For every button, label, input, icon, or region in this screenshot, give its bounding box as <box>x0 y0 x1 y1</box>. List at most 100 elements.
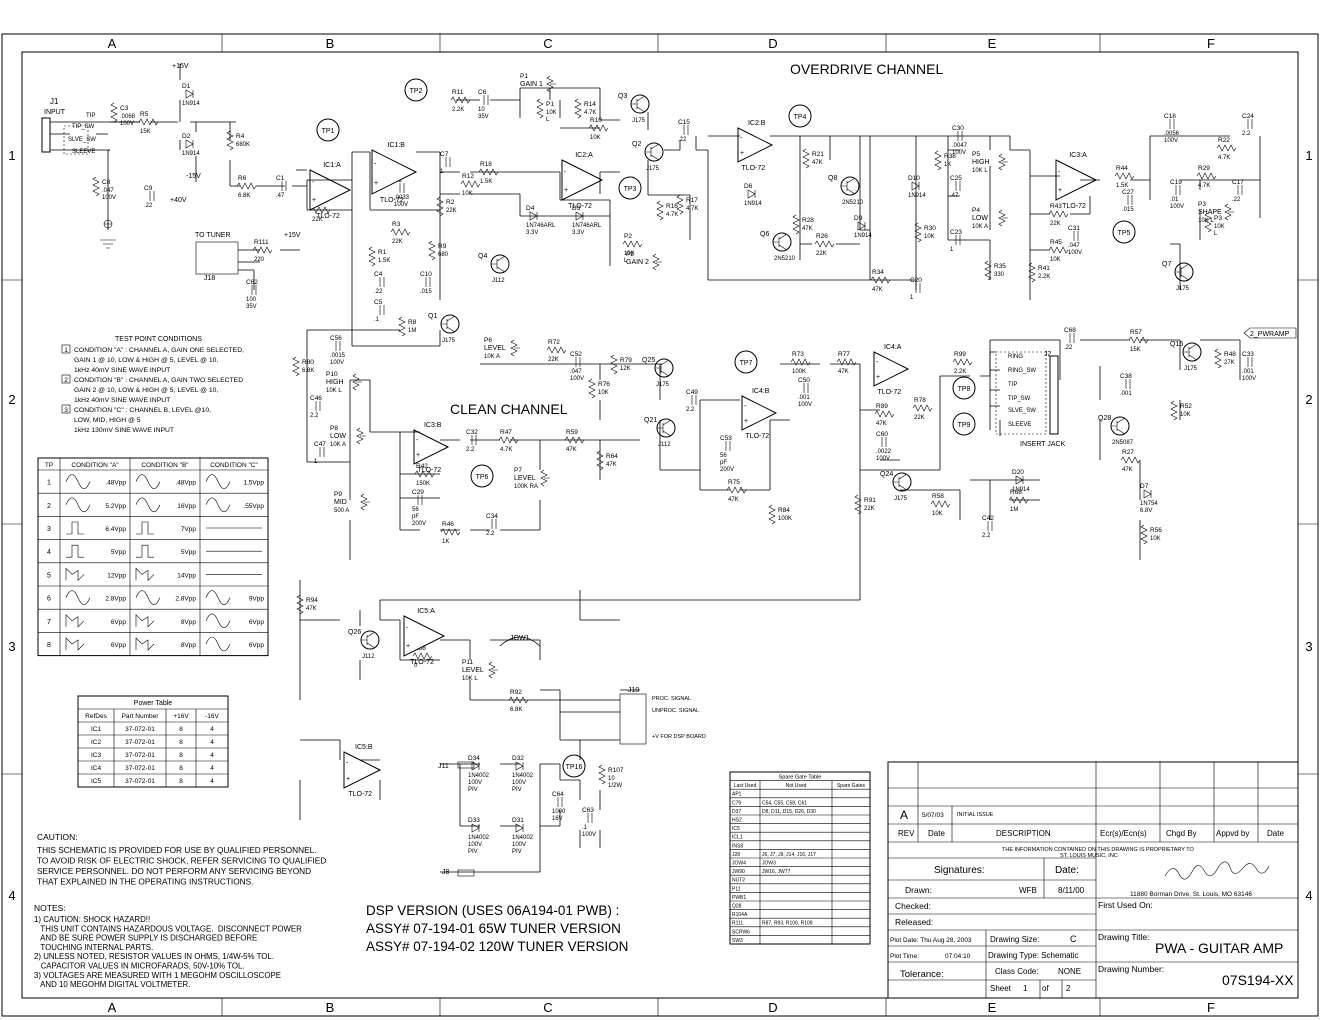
part-value: 47K <box>838 369 849 375</box>
part-value: .1 <box>374 317 380 323</box>
part-value: 1M <box>408 328 416 334</box>
rev-date: 5/07/03 <box>922 812 944 819</box>
opamp-plus: + <box>564 187 568 194</box>
part-ref: R91 <box>864 497 876 504</box>
part-value: 10K <box>546 110 557 116</box>
sheet-total: 2 <box>1066 984 1071 993</box>
pot-name: HIGH <box>972 159 990 166</box>
part-ref: R48 <box>1224 351 1236 358</box>
power-table-title: Power Table <box>134 700 173 707</box>
part-ref: C49 <box>686 389 698 396</box>
j1-label: J1 <box>50 97 59 106</box>
part-value: L <box>624 258 628 264</box>
part-ref: C60 <box>876 431 888 438</box>
pot-ref: P8 <box>330 425 338 432</box>
part-value: 10 <box>478 107 485 113</box>
drawn-by: WFB <box>1019 886 1037 895</box>
input-signal-wire <box>110 64 307 187</box>
part-value: 47K <box>872 287 883 293</box>
zone-row-left-3: 3 <box>8 639 15 654</box>
part-value: 10K <box>1150 536 1161 542</box>
pot-value: 10K L <box>972 168 988 174</box>
part-ref: D10 <box>908 175 920 182</box>
hdr-ecr: Ecr(s)/Ecn(s) <box>1100 829 1147 838</box>
part-ref: R59 <box>566 429 578 436</box>
part-value: 10K <box>1180 412 1191 418</box>
part-value: .0068 <box>120 114 136 120</box>
part-value: 4.7K <box>500 447 512 453</box>
released-label: Released: <box>895 917 933 927</box>
part-ref: R9 <box>438 243 447 250</box>
title-block: A 5/07/03 INITIAL ISSUE REV Date DESCRIP… <box>887 761 1299 999</box>
condition-line: GAIN 1 @ 10, LOW & HIGH @ 5, LEVEL @ 10, <box>74 357 218 364</box>
part-value: 100V <box>798 402 812 408</box>
part-value: 100V <box>952 150 966 156</box>
spare-table-cell: Q28 <box>732 904 742 910</box>
part-c4: C4.22 <box>374 271 385 295</box>
part-ref: C18 <box>1164 113 1176 120</box>
tp-table-value: .48Vpp <box>175 480 196 487</box>
part-c68: C68.22 <box>1064 327 1076 351</box>
part-value: PIV <box>512 787 522 793</box>
waveform-icon <box>135 614 155 628</box>
pot-value: 10K L <box>462 676 478 682</box>
pot-ref: P7 <box>514 467 522 474</box>
waveform-icon <box>66 521 84 535</box>
pot-ref: P6 <box>484 337 492 344</box>
tip-sw-label-2: TIP_SW <box>1008 396 1031 402</box>
power-table-cell: IC3 <box>91 752 102 759</box>
part-value: 15K <box>1130 347 1141 353</box>
pot-ref: P9 <box>334 491 342 498</box>
zone-col-bot-c: C <box>543 1000 552 1015</box>
transistor-type: J175 <box>1184 366 1198 372</box>
part-ref: C68 <box>1064 327 1076 334</box>
zone-col-top-f: F <box>1207 36 1215 51</box>
tp-table-value: 9Vpp <box>249 596 265 603</box>
part-ref: R3 <box>392 221 401 228</box>
tip-label: TIP <box>86 113 95 119</box>
to-tuner-label: TO TUNER <box>195 232 231 239</box>
tp-table-tp: 8 <box>47 642 51 649</box>
zone-labels: A B C D E F A B C D E F 1 2 3 4 1 2 3 4 <box>8 36 1312 1015</box>
opamp-plus: + <box>740 150 744 157</box>
part-value: 2.2K <box>954 369 966 375</box>
opamp-plus: + <box>346 776 350 783</box>
part-ref: R45 <box>1050 239 1062 246</box>
opamp-minus: - <box>564 169 567 176</box>
part-value: 100V <box>1242 376 1256 382</box>
part-ref: R27 <box>1122 449 1134 456</box>
part-ref: R56 <box>1150 527 1162 534</box>
drawing-size: C <box>1070 934 1077 944</box>
notes-line: AND 10 MEGOHM DIGITAL VOLTMETER. <box>34 980 190 989</box>
tp-table-value: 12Vpp <box>107 572 126 579</box>
tuner-output-j18: TO TUNER J18 +15V <box>195 232 301 290</box>
transistor-ref: Q24 <box>880 471 893 478</box>
caution-title: CAUTION: <box>37 832 78 842</box>
testpoint-tp8: TP8 <box>952 376 976 400</box>
power-table-cell: 8 <box>179 765 183 772</box>
part-ref: R16 <box>666 203 678 210</box>
part-value: 100V <box>120 121 134 127</box>
part-value: 100V <box>570 376 584 382</box>
part-ref: D20 <box>1012 469 1024 476</box>
part-value: 22K <box>816 251 827 257</box>
testpoint-tp4: TP4 <box>788 104 812 128</box>
opamp-type: TLO-72 <box>745 433 769 440</box>
part-value: .047 <box>1068 243 1080 249</box>
zone-col-top-e: E <box>988 36 997 51</box>
condition-line: GAIN 2 @ 10, LOW & HIGH @ 5, LEVEL @ 10, <box>74 387 218 394</box>
part-ref: R43 <box>1050 203 1062 210</box>
power-table-cell: 37-072-01 <box>125 739 155 746</box>
p15v-label-2: +15V <box>284 232 301 239</box>
